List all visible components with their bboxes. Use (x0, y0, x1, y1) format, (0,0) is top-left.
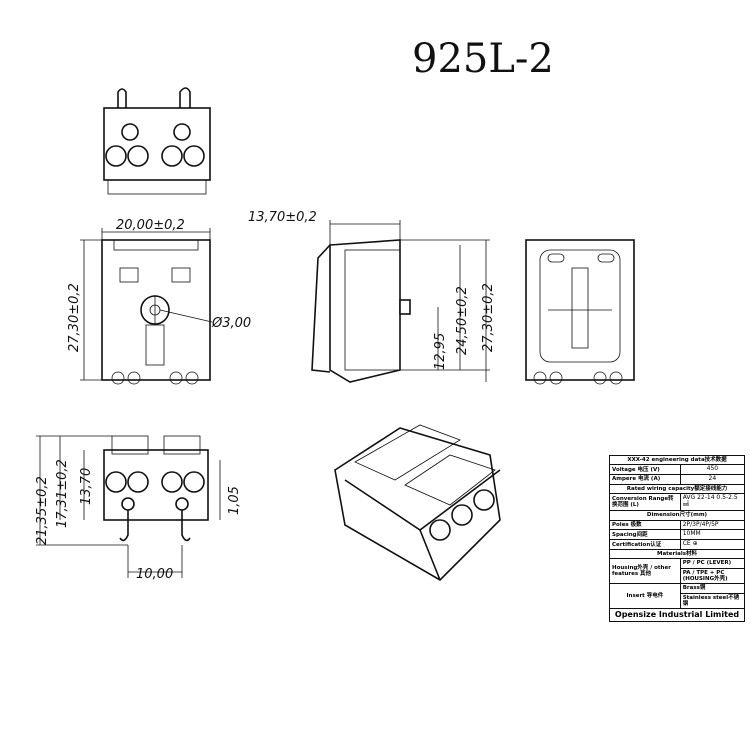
spec-table: XXX-42 engineering data技术数据 Voltage 电压 (… (609, 454, 746, 622)
spacing-value: 10MM (679, 529, 746, 541)
dim-front-height: 27,30±0,2 (67, 283, 82, 352)
dim-side-body-height: 24,50±0,2 (455, 286, 470, 355)
dim-bottom-total: 21,35±0,2 (35, 476, 50, 545)
poles-value: 2P/3P/4P/5P (679, 519, 746, 531)
dim-back-height: 27,30±0,2 (481, 283, 496, 352)
dim-side-pin-height: 12,95 (433, 333, 448, 370)
dim-hole-diameter: Ø3,00 (211, 316, 251, 331)
insert-value-1: Brass铜 (679, 583, 746, 594)
housing-label: Housing外壳 / other features 其他 (609, 558, 681, 585)
conversion-value: AVG 22-14 0.5-2.5㎟ (679, 493, 746, 512)
ampere-value: 24 (679, 474, 746, 486)
spec-header: XXX-42 engineering data技术数据 (609, 454, 745, 466)
certification-label: Certification认证 (609, 539, 681, 551)
materials-heading: Materials材料 (609, 549, 745, 560)
dim-bottom-body: 17,31±0,2 (55, 459, 70, 528)
drawing-title: 925L-2 (412, 36, 554, 82)
spacing-label: Spacing间距 (609, 529, 681, 541)
housing-value-2: PA / TPE + PC (682, 569, 725, 576)
certification-value: CE ⊕ (679, 539, 746, 551)
dimension-heading: Dimension尺寸(mm) (609, 510, 745, 521)
ampere-label: Ampere 电流 (A) (609, 474, 681, 486)
isometric-view (334, 424, 501, 582)
voltage-label: Voltage 电压 (V) (609, 464, 681, 476)
dim-front-width: 20,00±0,2 (116, 218, 185, 233)
side-view: 13,70±0,2 12,95 24,50±0,2 27,30±0,2 (248, 210, 496, 383)
dim-bottom-spacing: 10,00 (136, 567, 173, 582)
conversion-label: Conversion Range转换范围 (L) (609, 493, 681, 512)
end-view: 21,35±0,2 17,31±0,2 13,70 1,05 10,00 (35, 435, 242, 582)
voltage-value: 450 (679, 464, 746, 476)
insert-value-2: Stainless steel不锈钢 (679, 592, 746, 610)
housing-note-2: (HOUSING外壳) (682, 576, 728, 583)
insert-label: Insert 导电件 (609, 583, 681, 610)
back-view (525, 239, 635, 385)
dim-bottom-inner: 13,70 (79, 468, 94, 505)
dim-bottom-pin: 1,05 (227, 486, 242, 515)
housing-note-1: (LEVER) (706, 560, 732, 567)
top-view (103, 87, 211, 195)
rated-wiring: Rated wiring capacity额定接线能力 (609, 484, 745, 495)
dim-side-depth: 13,70±0,2 (248, 210, 317, 225)
poles-label: Poles 极数 (609, 519, 681, 531)
spec-footer: Opensize Industrial Limited (609, 608, 745, 622)
front-view: 20,00±0,2 27,30±0,2 Ø3,00 (67, 218, 251, 385)
housing-value-1: PP / PC (682, 560, 705, 567)
